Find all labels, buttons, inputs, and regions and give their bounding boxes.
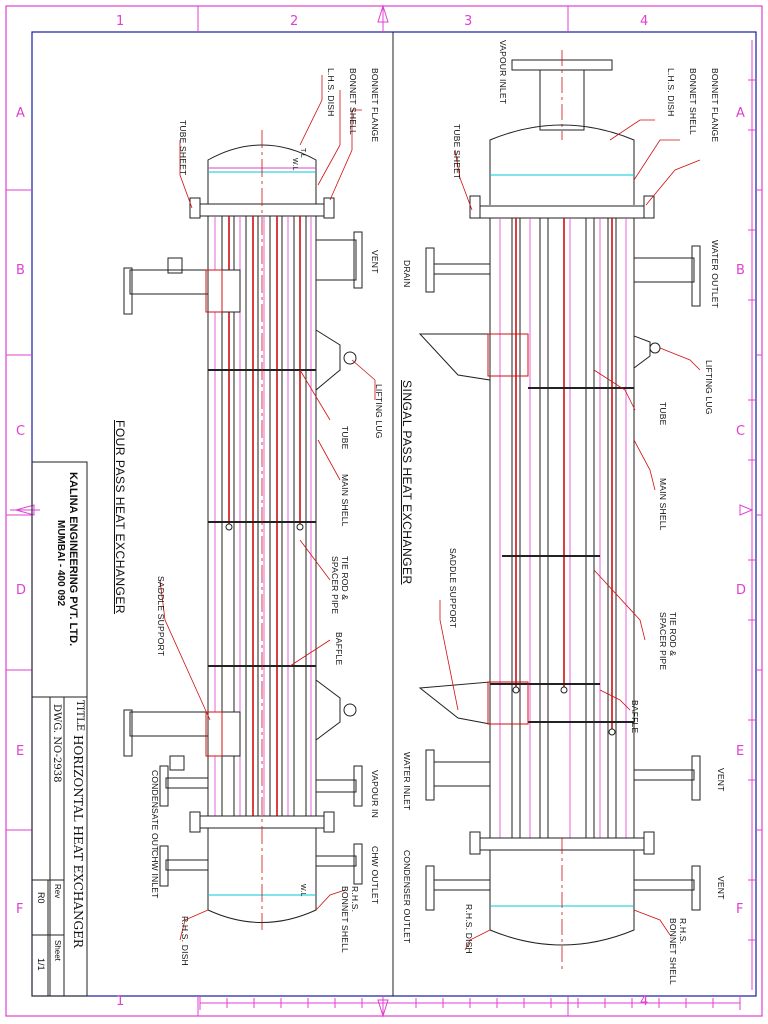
lbl-l-vapour-in: VAPOUR IN (370, 770, 380, 818)
lbl-l-bonnet-shell: BONNET SHELL (348, 68, 358, 135)
lbl-r-tube-sheet: TUBE SHEET (452, 124, 462, 180)
lbl-r-water-inlet: WATER INLET (402, 752, 412, 811)
lbl-r-main-shell: MAIN SHELL (658, 478, 668, 531)
lbl-l-spacer-pipe: SPACER PIPE (330, 556, 340, 615)
outer-frame (5, 5, 763, 1017)
single-pass-exchanger (418, 50, 701, 970)
leaders-right (439, 119, 701, 951)
leaders-left (159, 75, 376, 941)
centering-marks (10, 4, 754, 1018)
rev-value: R0 (36, 892, 46, 904)
grid-col-4-top: 4 (640, 14, 649, 29)
lbl-l-chw-outlet: CHW OUTLET (370, 846, 380, 905)
grid-row-e-left: E (16, 744, 25, 759)
lbl-r-vent2: VENT (716, 876, 726, 900)
title-label: TITLE (74, 700, 85, 732)
company-name: KALINA ENGINEERING PVT. LTD. (67, 472, 79, 647)
lbl-l-wl2: W.L (299, 884, 306, 897)
grid-row-f-right: F (736, 902, 744, 917)
grid-row-d-left: D (16, 583, 27, 598)
lbl-l-tube-sheet: TUBE SHEET (178, 120, 188, 176)
lbl-r-vent1: VENT (716, 768, 726, 792)
lbl-l-lifting-lug: LIFTING LUG (374, 384, 384, 439)
four-pass-caption: FOUR PASS HEAT EXCHANGER (113, 420, 127, 615)
four-pass-exchanger (123, 130, 363, 930)
lbl-l-tie-rod: TIE ROD & (340, 556, 350, 601)
grid-row-e-right: E (736, 744, 745, 759)
grid-row-a-left: A (16, 106, 25, 121)
lbl-l-main-shell: MAIN SHELL (340, 474, 350, 527)
lbl-r-spacer-pipe: SPACER PIPE (658, 612, 668, 671)
grid-col-3-top: 3 (464, 14, 473, 29)
lbl-l-rhs-bonnet: R.H.S. (350, 886, 360, 913)
lbl-r-rhs-bonnet: R.H.S. (678, 918, 688, 945)
scale-bar (199, 996, 741, 1010)
lbl-r-condenser-outlet: CONDENSER OUTLET (402, 850, 412, 944)
lbl-r-drain: DRAIN (402, 260, 412, 288)
lbl-r-tie-rod: TIE ROD & (668, 612, 678, 657)
grid-row-b-left: B (16, 263, 25, 278)
lbl-l-tl: T.L (299, 148, 306, 158)
rev-label: Rev (53, 884, 62, 899)
lhs-dish-right (489, 124, 635, 205)
grid-row-a-right: A (736, 106, 745, 121)
grid-col-4-bottom: 4 (640, 994, 649, 1009)
grid-row-b-right: B (736, 263, 745, 278)
lbl-r-rhs-bonnet2: BONNET SHELL (668, 918, 678, 985)
sheet-label: Sheet (53, 940, 62, 961)
lbl-l-rhs-bonnet2: BONNET SHELL (340, 886, 350, 953)
lbl-l-lhs-dish: L.H.S. DISH (326, 68, 336, 117)
drawing-title: HORIZONTAL HEAT EXCHANGER (71, 735, 85, 948)
lbl-r-bonnet-shell: BONNET SHELL (688, 68, 698, 135)
grid-col-1-top: 1 (116, 14, 125, 29)
lbl-l-chw-inlet: CHW INLET (150, 850, 160, 899)
lbl-l-bonnet-flange: BONNET FLANGE (370, 68, 380, 143)
company-address: MUMBAI - 400 092 (55, 520, 66, 607)
grid-col-1-bottom: 1 (116, 994, 125, 1009)
grid-row-c-right: C (736, 424, 746, 439)
lbl-l-condensate-out: CONDENSATE OUT (150, 770, 160, 852)
drawing-number: DWG. NO-2938 (51, 704, 62, 783)
lbl-l-rhs-dish: R.H.S. DISH (180, 916, 190, 966)
grid-row-f-left: F (16, 902, 24, 917)
zone-ticks-top (6, 6, 762, 1016)
grid-col-2-top: 2 (290, 14, 299, 29)
lbl-l-saddle-support: SADDLE SUPPORT (156, 576, 166, 657)
lbl-r-vapour-inlet: VAPOUR INLET (498, 40, 508, 105)
lbl-l-baffle: BAFFLE (334, 632, 344, 666)
grid-row-c-left: C (16, 424, 26, 439)
lbl-r-saddle-support: SADDLE SUPPORT (448, 548, 458, 629)
lbl-r-water-outlet: WATER OUTLET (710, 240, 720, 309)
lbl-r-tube: TUBE (658, 402, 668, 426)
sheet-value: 1/1 (36, 958, 46, 971)
lbl-r-baffle: BAFFLE (630, 700, 640, 734)
lbl-r-rhs-dish: R.H.S. DISH (464, 904, 474, 954)
lbl-r-bonnet-flange: BONNET FLANGE (710, 68, 720, 143)
grid-row-d-right: D (736, 583, 747, 598)
single-pass-caption: SINGAL PASS HEAT EXCHANGER (400, 380, 414, 585)
title-block-lines (31, 461, 88, 997)
lbl-l-vent: VENT (370, 250, 380, 274)
lbl-l-wl: W.L (291, 158, 298, 171)
lbl-r-lhs-dish: L.H.S. DISH (666, 68, 676, 117)
lbl-r-lifting-lug: LIFTING LUG (704, 360, 714, 415)
lbl-l-tube: TUBE (340, 426, 350, 450)
right-scale (748, 40, 756, 990)
